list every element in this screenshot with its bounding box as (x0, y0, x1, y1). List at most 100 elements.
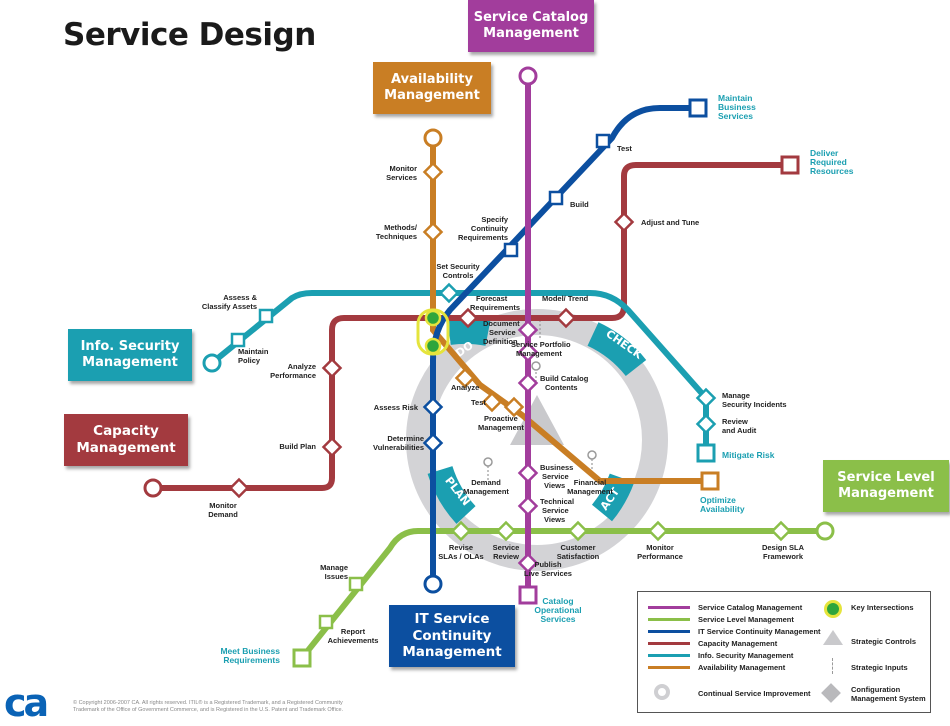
legend-swatch-security (648, 654, 690, 657)
itscm-end-node (688, 98, 708, 118)
legend-label-key-intersections: Key Intersections (851, 603, 914, 612)
key-intersections (416, 308, 450, 356)
legend-swatch-itscm (648, 630, 690, 633)
security-end-node (696, 443, 716, 463)
label-adjust-tune: Adjust and Tune (641, 218, 699, 227)
legend-label-strategic-inputs: Strategic Inputs (851, 663, 908, 672)
legend-label-csi: Continual Service Improvement (698, 689, 811, 698)
station-specify-continuity (503, 242, 519, 258)
legend-swatch-availability (648, 666, 690, 669)
legend-swatch-slm (648, 618, 690, 621)
legend-cms-icon (821, 683, 841, 703)
station-monitor-perf (647, 520, 669, 542)
legend-swatch-capacity (648, 642, 690, 645)
station-monitor-services (422, 161, 444, 183)
legend-label-security: Info. Security Management (698, 651, 794, 660)
label-analyze: Analyze (451, 383, 479, 392)
station-technical-views (517, 495, 539, 517)
station-model-trend (555, 307, 577, 329)
strategic-input-node (587, 450, 597, 460)
label-test-blue: Test (617, 144, 632, 153)
station-manage-incidents (695, 387, 717, 409)
copyright-notice: © Copyright 2006-2007 CA. All rights res… (73, 700, 344, 713)
key-intersection-node (424, 337, 442, 355)
slm-start-node (815, 521, 835, 541)
label-mitigate-risk: Mitigate Risk (722, 450, 775, 460)
legend-label-capacity: Capacity Management (698, 639, 778, 648)
availability-start-node (423, 128, 443, 148)
station-determine-vuln (422, 432, 444, 454)
legend-label-strategic-controls: Strategic Controls (851, 637, 917, 646)
strategic-input-node (531, 361, 541, 371)
station-revise-sla (450, 520, 472, 542)
box-availability: Availability Management (373, 62, 491, 114)
strategic-inputs (487, 320, 593, 480)
station-forecast (457, 307, 479, 329)
availability-end-node (700, 471, 720, 491)
label-build: Build (570, 200, 589, 209)
station-assess-classify (258, 308, 274, 324)
legend-strategic-controls-icon (823, 630, 843, 645)
catalog-start-node (518, 66, 538, 86)
label-methods-techniques: Methods/Techniques (376, 223, 418, 241)
legend-label-slm: Service Level Management (698, 615, 794, 624)
label-build-plan: Build Plan (279, 442, 316, 451)
station-report-achievements (318, 614, 334, 630)
availability-line (430, 138, 710, 484)
box-itscm: IT Service Continuity Management (389, 605, 515, 667)
strategic-input-node (483, 457, 493, 467)
station-test-blue (595, 133, 611, 149)
station-design-sla (770, 520, 792, 542)
station-business-views (517, 462, 539, 484)
csi-ring (406, 309, 668, 571)
box-capacity: Capacity Management (64, 414, 188, 466)
label-model-trend: Model/ Trend (542, 294, 589, 303)
station-review-audit (695, 413, 717, 435)
security-line (210, 290, 709, 452)
itscm-start-node (423, 574, 443, 594)
slm-line (299, 528, 825, 660)
capacity-start-node (143, 478, 163, 498)
station-build-catalog (517, 372, 539, 394)
station-monitor-demand (228, 477, 250, 499)
slm-end-node (292, 648, 312, 668)
legend-label-itscm: IT Service Continuity Management (698, 627, 821, 636)
box-service-catalog: Service Catalog Management (468, 0, 594, 52)
ca-logo: ca (4, 681, 49, 725)
strategic-controls-triangle (510, 395, 564, 445)
legend-label-catalog: Service Catalog Management (698, 603, 803, 612)
label-test-orange: Test (471, 398, 486, 407)
legend-swatch-catalog (648, 606, 690, 609)
label-assess-classify: Assess &Classify Assets (202, 293, 258, 311)
station-analyze (454, 367, 476, 389)
security-start-node (202, 353, 222, 373)
station-customer-sat (567, 520, 589, 542)
